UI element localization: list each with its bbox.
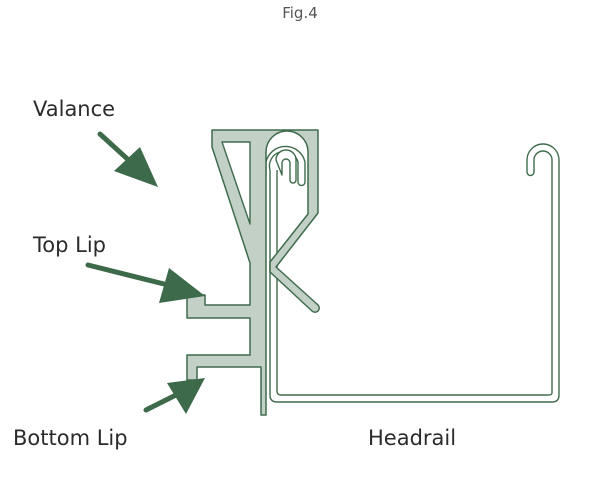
valance-cutout — [221, 141, 251, 225]
label-valance: Valance — [33, 97, 116, 121]
label-top-lip: Top Lip — [33, 233, 106, 257]
arrow-bottom-lip — [143, 378, 205, 414]
valance-clip — [275, 149, 297, 184]
headrail-channel — [269, 143, 560, 403]
arrow-top-lip — [85, 262, 205, 303]
valance-profile — [186, 129, 320, 416]
headrail-hook — [265, 145, 306, 187]
figure-title: Fig.4 — [282, 4, 318, 22]
label-headrail: Headrail — [368, 426, 457, 450]
arrow-valance — [97, 131, 158, 187]
label-bottom-lip: Bottom Lip — [13, 426, 128, 450]
